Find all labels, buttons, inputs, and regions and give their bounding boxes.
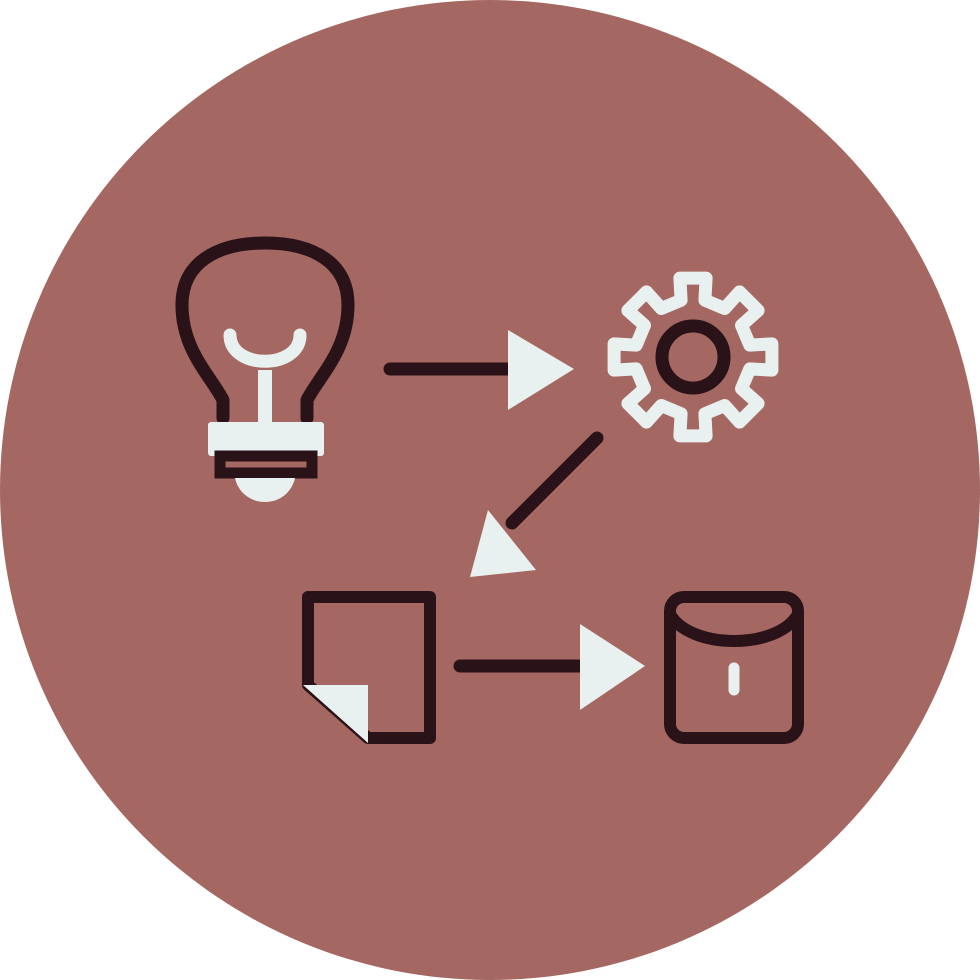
lightbulb-icon <box>175 236 355 502</box>
arrow-right-icon <box>383 330 574 410</box>
arrow-down-left-icon <box>470 431 604 577</box>
bag-icon <box>664 591 804 744</box>
arrow-right-icon <box>453 624 645 710</box>
gear-icon <box>607 271 779 443</box>
note-icon <box>302 591 436 744</box>
